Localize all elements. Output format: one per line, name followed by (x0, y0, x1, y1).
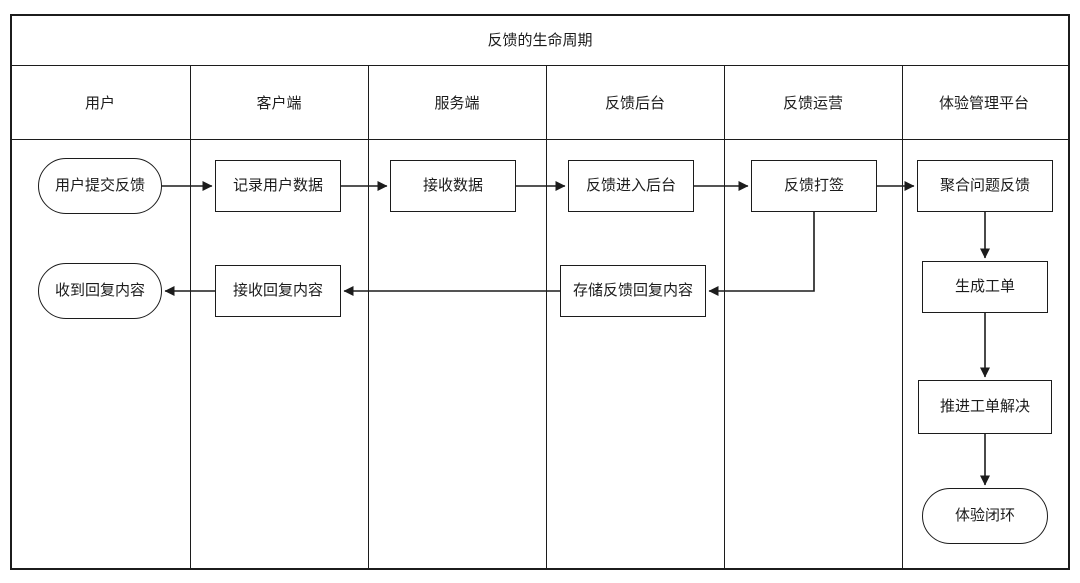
node-user-receives-reply: 收到回复内容 (38, 263, 162, 319)
lane-header-row: 用户 客户端 服务端 反馈后台 反馈运营 体验管理平台 (10, 66, 1070, 140)
lane-header-feedback-ops: 反馈运营 (782, 95, 843, 112)
node-feedback-tagging: 反馈打签 (751, 160, 877, 212)
lane-header-client: 客户端 (256, 95, 302, 112)
diagram-title: 反馈的生命周期 (487, 32, 593, 49)
lane-header-user: 用户 (84, 95, 115, 112)
node-create-ticket: 生成工单 (922, 261, 1048, 313)
node-aggregate-problem-feedback: 聚合问题反馈 (917, 160, 1053, 212)
node-store-feedback-reply: 存储反馈回复内容 (560, 265, 706, 317)
lane-divider-1 (190, 66, 191, 570)
diagram-outer-frame (10, 14, 1070, 570)
lane-header-feedback-backend: 反馈后台 (604, 95, 665, 112)
node-receive-data: 接收数据 (390, 160, 516, 212)
node-client-receives-reply: 接收回复内容 (215, 265, 341, 317)
lane-divider-5 (902, 66, 903, 570)
lane-divider-3 (546, 66, 547, 570)
diagram-title-row: 反馈的生命周期 (10, 14, 1070, 66)
lane-divider-4 (724, 66, 725, 570)
lane-divider-2 (368, 66, 369, 570)
lane-header-experience-platform: 体验管理平台 (938, 95, 1029, 112)
node-record-user-data: 记录用户数据 (215, 160, 341, 212)
node-experience-closed-loop: 体验闭环 (922, 488, 1048, 544)
node-feedback-enters-backend: 反馈进入后台 (568, 160, 694, 212)
lane-header-server: 服务端 (434, 95, 480, 112)
node-user-submit-feedback: 用户提交反馈 (38, 158, 162, 214)
node-push-ticket-resolution: 推进工单解决 (918, 380, 1052, 434)
